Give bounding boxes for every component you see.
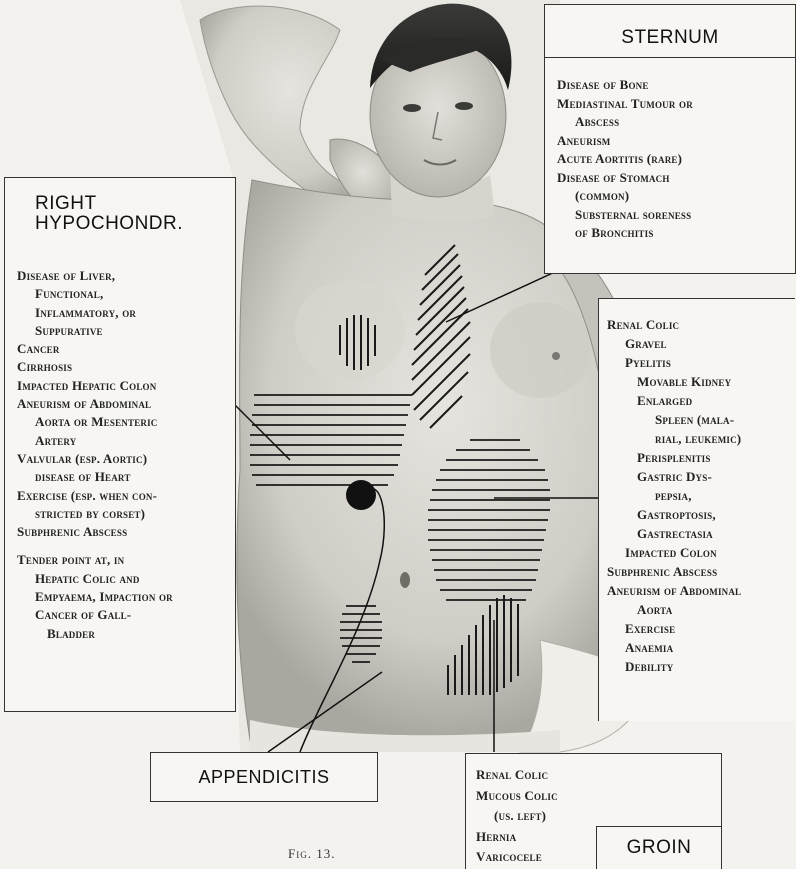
list-item: Aneurism [557,132,693,151]
list-item: Mucous Colic [476,786,558,807]
list-item: Subphrenic Abscess [607,562,741,581]
list-item: Mediastinal Tumour or [557,95,693,114]
list-item: Valvular (esp. Aortic) [17,450,173,468]
list-item: Inflammatory, or [17,304,173,322]
list-item: of Bronchitis [557,224,693,243]
list-item: Bladder [17,625,173,643]
list-item: Empyaema, Impaction or [17,588,173,606]
list-item: Cancer [17,340,173,358]
list-item: Exercise (esp. when con- [17,487,173,505]
list-item: Anaemia [607,638,741,657]
list-item: Varicocele [476,847,558,868]
list-item: Disease of Liver, [17,267,173,285]
figure-caption: Fig. 13. [288,846,335,862]
list-item: pepsia, [607,486,741,505]
nipple [552,352,560,360]
list-item: Enlarged [607,391,741,410]
list-item: Exercise [607,619,741,638]
appendicitis-heading: APPENDICITIS [151,767,377,788]
appendicitis-box: APPENDICITIS [150,752,378,802]
right-hypochondrium-list: Disease of Liver,Functional,Inflammatory… [17,267,173,643]
list-item: Debility [607,657,741,676]
list-item: Substernal soreness [557,206,693,225]
list-item: (common) [557,187,693,206]
list-item: rial, leukemic) [607,429,741,448]
breast-left [490,302,590,398]
list-item: Renal Colic [476,765,558,786]
list-item: Subphrenic Abscess [17,523,173,541]
list-item: Cancer of Gall- [17,606,173,624]
list-item: Gastroptosis, [607,505,741,524]
list-item: Spleen (mala- [607,410,741,429]
list-item: Aorta or Mesenteric [17,413,173,431]
list-item: Disease of Stomach [557,169,693,188]
list-item: Impacted Hepatic Colon [17,377,173,395]
list-item: Movable Kidney [607,372,741,391]
navel [400,572,410,588]
list-item: disease of Heart [17,468,173,486]
list-item: (us. left) [476,806,558,827]
eye-right [455,102,473,110]
sternum-heading: STERNUM [545,27,795,49]
sternum-divider [545,57,795,58]
right-hypochondrium-heading-line1: RIGHT [35,194,183,214]
list-item: Artery [17,432,173,450]
list-item: Hepatic Colic and [17,570,173,588]
list-item: Disease of Bone [557,76,693,95]
list-item: Aorta [607,600,741,619]
list-item: Gravel [607,334,741,353]
list-item: Abscess [557,113,693,132]
breast-right [295,280,405,380]
eye-left [403,104,421,112]
list-item: Gastric Dys- [607,467,741,486]
list-item: Impacted Colon [607,543,741,562]
groin-heading: GROIN [597,837,721,859]
list-item: Pyelitis [607,353,741,372]
list-item: Hernia [476,827,558,848]
list-item: Tender point at, in [17,551,173,569]
groin-box: GROIN [596,826,722,869]
list-item: Perisplenitis [607,448,741,467]
list-item [17,541,173,551]
list-item: Functional, [17,285,173,303]
right-hypochondrium-heading-line2: HYPOCHONDR. [35,214,183,234]
list-item: Aneurism of Abdominal [607,581,741,600]
list-item: Acute Aortitis (rare) [557,150,693,169]
right-hypochondrium-box: RIGHT HYPOCHONDR. Disease of Liver,Funct… [4,177,236,712]
list-item: stricted by corset) [17,505,173,523]
list-item: Gastrectasia [607,524,741,543]
list-item: Renal Colic [607,315,741,334]
list-item: Aneurism of Abdominal [17,395,173,413]
list-item: Cirrhosis [17,358,173,376]
list-item: Suppurative [17,322,173,340]
right-hypochondrium-heading: RIGHT HYPOCHONDR. [35,194,183,234]
